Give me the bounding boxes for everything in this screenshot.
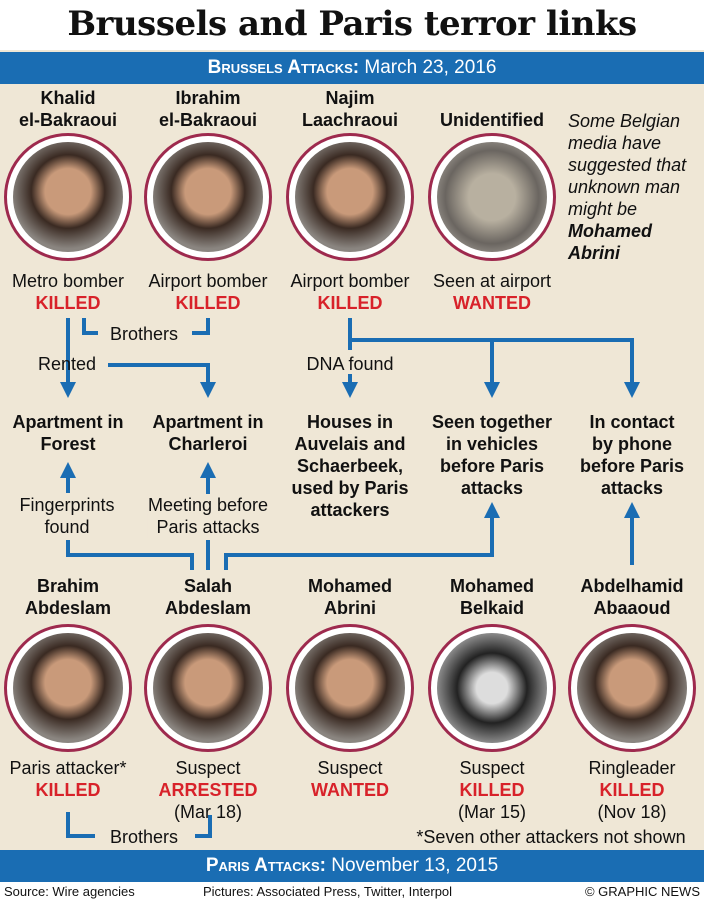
link-line — [66, 540, 194, 570]
person-photo — [4, 133, 132, 261]
footer: Source: Wire agencies Pictures: Associat… — [0, 882, 704, 901]
rented-label: Rented — [37, 354, 97, 374]
person-name: Unidentified — [440, 110, 544, 130]
copyright: © GRAPHIC NEWS — [584, 884, 700, 899]
person-photo — [4, 624, 132, 752]
link-line — [224, 502, 500, 570]
person-photo — [428, 624, 556, 752]
brothers-label: Brothers — [109, 324, 179, 344]
brothers-bracket — [66, 812, 212, 838]
brothers-label: Brothers — [109, 827, 179, 847]
person-photo — [144, 624, 272, 752]
band-date: November 13, 2015 — [331, 855, 499, 876]
band-label: Brussels Attacks: — [207, 57, 360, 78]
source-credit: Source: Wire agencies — [4, 884, 135, 899]
brothers-bracket — [82, 318, 210, 335]
person-photo — [568, 624, 696, 752]
pictures-credit: Pictures: Associated Press, Twitter, Int… — [203, 884, 453, 899]
person-photo — [286, 624, 414, 752]
person-role: Paris attacker*KILLED — [9, 758, 127, 800]
brussels-band: Brussels Attacks: March 23, 2016 — [0, 52, 704, 84]
band-date: March 23, 2016 — [364, 57, 497, 78]
note-text: Some Belgian media have suggested that u… — [568, 111, 687, 263]
dna-label: DNA found — [306, 354, 394, 374]
person-photo — [428, 133, 556, 261]
footnote: *Seven other attackers not shown — [416, 827, 686, 847]
page-title: Brussels and Paris terror links — [67, 4, 637, 44]
link-line — [108, 363, 216, 398]
person-photo — [286, 133, 414, 261]
paris-band: Paris Attacks: November 13, 2015 — [0, 850, 704, 882]
link-line — [350, 338, 640, 398]
person-photo — [144, 133, 272, 261]
band-label: Paris Attacks: — [205, 855, 326, 876]
title-bar: Brussels and Paris terror links — [0, 0, 704, 50]
